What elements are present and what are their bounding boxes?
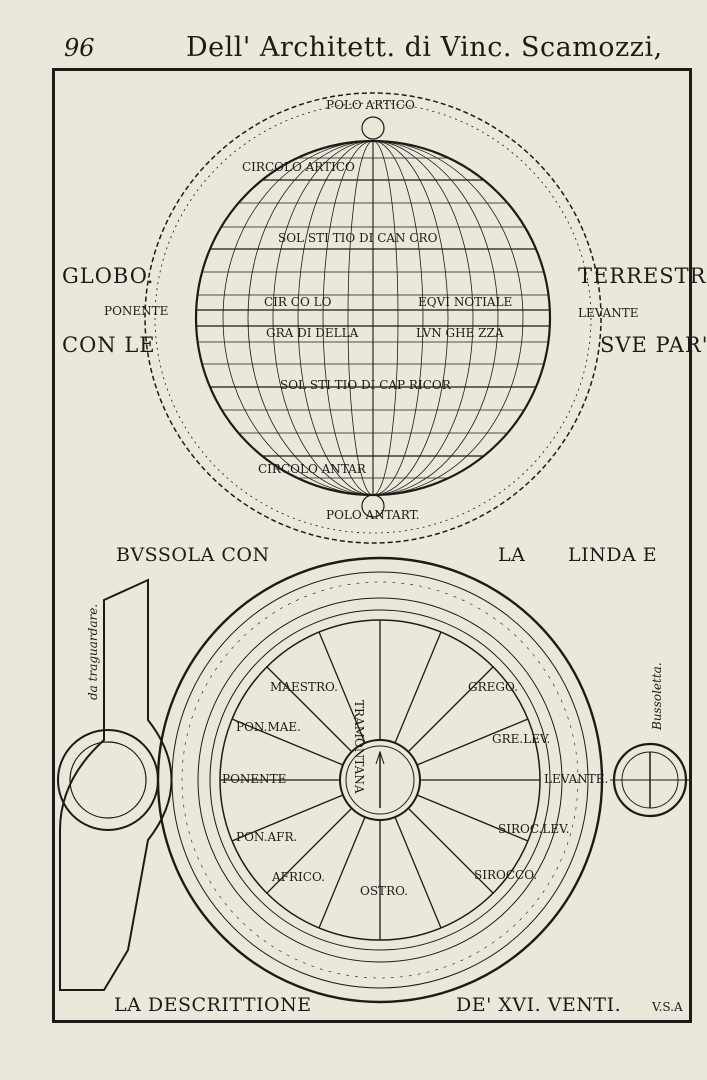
footer-caption-left: LA DESCRITTIONE	[114, 994, 312, 1016]
globe-caption-right-2: SVE PAR'	[600, 333, 707, 357]
wind-levante: LEVANTE.	[544, 772, 609, 786]
wind-africo: AFRICO.	[272, 870, 325, 884]
polo-antartico-label: POLO ANTART.	[326, 508, 420, 522]
page-number: 96	[64, 34, 95, 62]
woodcut-frame	[52, 68, 692, 1023]
wind-greco: GREGO.	[468, 680, 518, 694]
wind-sirocco: SIROCCO.	[474, 868, 538, 882]
linda-sight-rule	[59, 578, 173, 991]
wind-maestro: MAESTRO.	[270, 680, 338, 694]
circolo-antartico-label: CIRCOLO ANTAR	[258, 462, 366, 476]
solstitio-capricorno-label: SOL STI TIO DI CAP RICOR	[280, 378, 451, 392]
wind-ponente: PONENTE	[222, 772, 287, 786]
compass-caption-2: LA	[498, 544, 526, 566]
lunghezza-label: LVN GHE ZZA	[416, 326, 504, 340]
wind-siroc-lev: SIROC.LEV.	[498, 822, 570, 836]
compass-caption-1: BVSSOLA CON	[116, 544, 270, 566]
linda-label-top: da traguardare.	[86, 603, 100, 700]
solstitio-cancro-label: SOL STI TIO DI CAN CRO	[278, 231, 438, 245]
wind-tramontana: TRAMONTANA	[352, 700, 366, 794]
ponente-label: PONENTE	[104, 304, 169, 318]
wind-gre-lev: GRE.LEV.	[492, 732, 551, 746]
wind-pon-mae: PON.MAE.	[236, 720, 301, 734]
circolo-artico-label: CIRCOLO ARTICO	[242, 160, 355, 174]
circolo-label: CIR CO LO	[264, 295, 332, 309]
running-title: Dell' Architett. di Vinc. Scamozzi,	[186, 32, 663, 63]
gradi-della-label: GRA DI DELLA	[266, 326, 359, 340]
globe-caption-right-1: TERRESTRE.	[578, 264, 707, 288]
levante-label: LEVANTE	[578, 306, 639, 320]
compass-caption-3: LINDA E	[568, 544, 658, 566]
globe-caption-left-1: GLOBO.	[62, 264, 155, 288]
polo-artico-label: POLO ARTICO	[326, 98, 415, 112]
equinotiale-label: EQVI NOTIALE	[418, 295, 513, 309]
bussoletta-label: Bussoletta.	[650, 662, 664, 730]
wind-ostro: OSTRO.	[360, 884, 409, 898]
page-header: 96 Dell' Architett. di Vinc. Scamozzi,	[0, 30, 707, 70]
wind-pon-afr: PON.AFR.	[236, 830, 298, 844]
footer-caption-right: DE' XVI. VENTI.	[456, 994, 622, 1016]
globe-caption-left-2: CON LE	[62, 333, 156, 357]
signature: V.S.A	[652, 1000, 683, 1014]
